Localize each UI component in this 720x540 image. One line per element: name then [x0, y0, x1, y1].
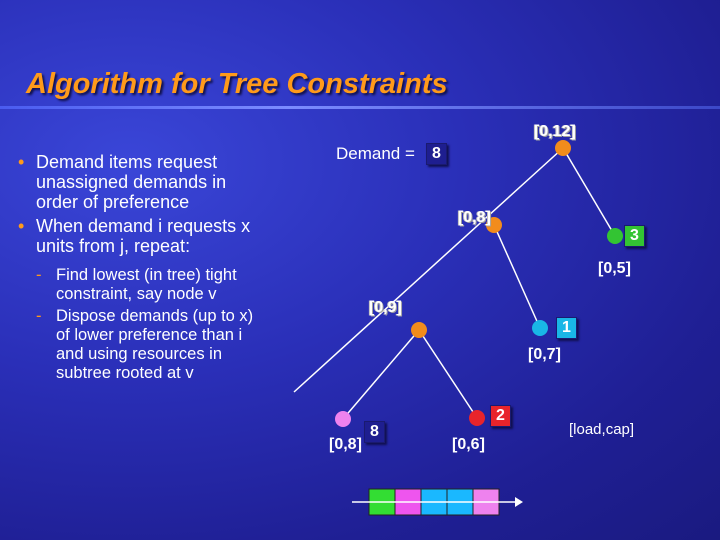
leaf-node-green: [607, 228, 623, 244]
leaf-pink-label: [0,8]: [329, 436, 362, 453]
node-b-label: [0,9]: [369, 299, 402, 316]
leaf-node-cyan: [532, 320, 548, 336]
internal-node-a: [486, 217, 502, 233]
demand-value: 8: [426, 143, 447, 165]
leaf-green-label: [0,5]: [598, 260, 631, 277]
node-a-label: [0,8]: [458, 209, 491, 226]
leaf-red-value: 2: [490, 405, 511, 427]
bullet-marker: •: [18, 152, 25, 172]
bullet-item: • Demand items request unassigned demand…: [18, 152, 258, 212]
leaf-pink-value: 8: [364, 421, 385, 443]
root-node: [555, 140, 571, 156]
bar-arrowhead: [515, 497, 523, 507]
demand-label: Demand =: [336, 144, 415, 163]
bullet-text: When demand i requests x units from j, r…: [36, 216, 251, 256]
tree-edge: [418, 329, 478, 419]
bullet-list: • Demand items request unassigned demand…: [18, 152, 258, 383]
sub-bullet-item: - Find lowest (in tree) tight constraint…: [18, 266, 258, 304]
sub-bullet-marker: -: [36, 307, 42, 325]
leaf-red-label: [0,6]: [452, 436, 485, 453]
sub-bullet-marker: -: [36, 266, 42, 284]
sub-bullet-item: - Dispose demands (up to x) of lower pre…: [18, 307, 258, 383]
leaf-cyan-value: 1: [556, 317, 577, 339]
leaf-node-pink: [335, 411, 351, 427]
slide-title: Algorithm for Tree Constraints: [26, 68, 448, 100]
tree-edge: [493, 224, 541, 329]
tree-edge: [342, 329, 420, 420]
allocation-bar: [352, 488, 523, 516]
bullet-marker: •: [18, 216, 25, 236]
leaf-cyan-label: [0,7]: [528, 346, 561, 363]
legend-load-cap: [load,cap]: [569, 421, 635, 438]
tree-edge: [293, 147, 564, 393]
tree-edge: [562, 147, 616, 237]
sub-bullet-text: Dispose demands (up to x) of lower prefe…: [56, 307, 254, 382]
bullet-item: • When demand i requests x units from j,…: [18, 216, 258, 256]
title-underline: [0, 106, 720, 109]
leaf-node-red: [469, 410, 485, 426]
sub-bullet-text: Find lowest (in tree) tight constraint, …: [56, 266, 237, 303]
root-label: [0,12]: [534, 123, 576, 140]
leaf-green-value: 3: [624, 225, 645, 247]
internal-node-b: [411, 322, 427, 338]
bullet-text: Demand items request unassigned demands …: [36, 152, 227, 212]
